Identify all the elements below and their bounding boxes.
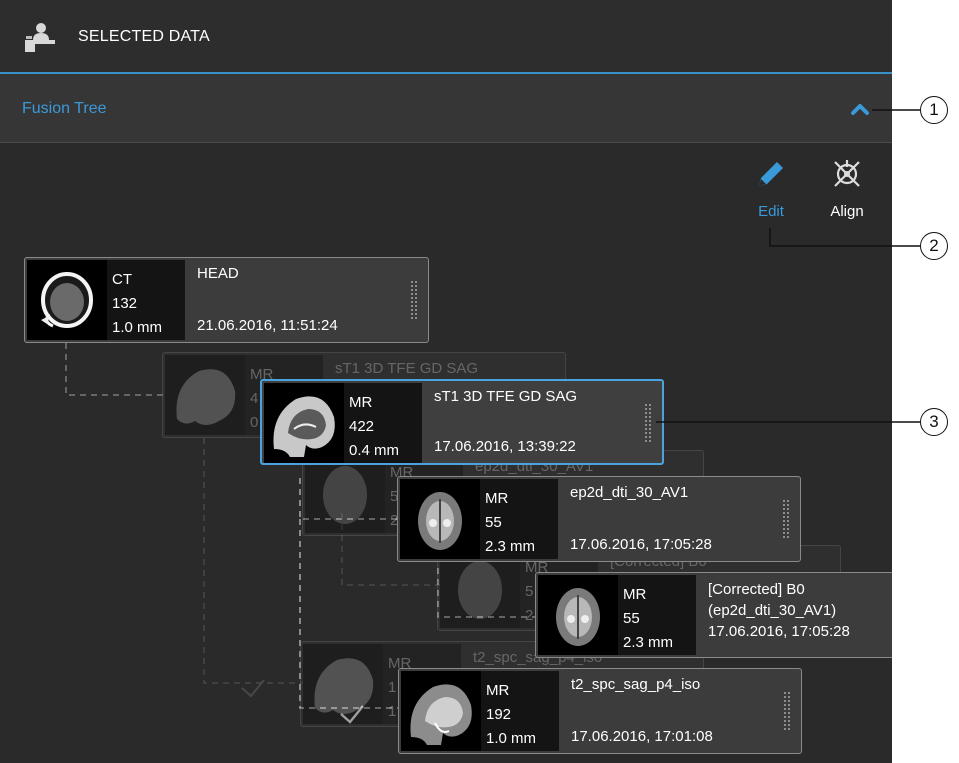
sagittal-brain-thumbnail bbox=[264, 383, 344, 463]
chevron-up-icon[interactable] bbox=[848, 100, 872, 118]
series-card-ct-head[interactable]: CT 132 1.0 mm HEAD 21.06.2016, 11:51:24 bbox=[24, 257, 429, 343]
slice-thickness: 0 bbox=[250, 414, 259, 431]
image-count: 5 bbox=[390, 488, 399, 505]
series-date: 17.06.2016, 17:01:08 bbox=[571, 728, 713, 745]
series-title-line-2: (ep2d_dti_30_AV1) bbox=[708, 602, 837, 619]
drag-handle-icon[interactable] bbox=[410, 280, 418, 320]
align-button[interactable]: Align bbox=[822, 157, 872, 220]
fusion-tree bbox=[0, 143, 892, 763]
slice-thickness: 1.0 mm bbox=[112, 319, 163, 336]
sagittal-brain-thumbnail bbox=[165, 355, 245, 435]
modality-label: MR bbox=[486, 682, 510, 699]
series-title: [Corrected] B0 (ep2d_dti_30_AV1) 17.06.2… bbox=[708, 579, 892, 642]
image-count: 5 bbox=[525, 583, 534, 600]
axial-brain-thumbnail bbox=[305, 453, 385, 533]
image-count: 192 bbox=[486, 706, 512, 723]
image-count: 132 bbox=[112, 295, 138, 312]
slice-thickness: 2 bbox=[390, 512, 399, 529]
series-title: ep2d_dti_30_AV1 bbox=[570, 484, 689, 501]
image-count: 55 bbox=[623, 610, 640, 627]
series-title: t2_spc_sag_p4_iso bbox=[571, 676, 701, 693]
series-date: 17.06.2016, 17:05:28 bbox=[570, 536, 712, 553]
slice-thickness: 1 bbox=[388, 703, 397, 720]
callout-2: 2 bbox=[920, 232, 948, 260]
edit-button[interactable]: Edit bbox=[748, 157, 794, 220]
modality-label: MR bbox=[623, 586, 647, 603]
tree-connectors bbox=[65, 343, 538, 724]
slice-thickness: 0.4 mm bbox=[349, 442, 400, 459]
series-card-t2-spc[interactable]: MR 192 1.0 mm t2_spc_sag_p4_iso 17.06.20… bbox=[398, 668, 802, 754]
pencil-icon bbox=[759, 162, 783, 186]
axial-brain-thumbnail bbox=[538, 575, 618, 655]
align-label: Align bbox=[830, 203, 864, 220]
modality-label: MR bbox=[525, 559, 549, 576]
image-count: 4 bbox=[250, 390, 259, 407]
series-date: 21.06.2016, 11:51:24 bbox=[197, 317, 338, 334]
user-desk-icon bbox=[25, 23, 55, 52]
selected-data-panel: SELECTED DATA Fusion Tree Edit bbox=[0, 0, 892, 763]
drag-handle-icon[interactable] bbox=[782, 499, 790, 539]
callout-3: 3 bbox=[920, 408, 948, 436]
edit-label: Edit bbox=[758, 203, 784, 220]
modality-label: MR bbox=[388, 655, 412, 672]
section-title: Fusion Tree bbox=[22, 100, 107, 117]
image-count: 422 bbox=[349, 418, 375, 435]
series-title: sT1 3D TFE GD SAG bbox=[434, 388, 578, 405]
ct-head-thumbnail bbox=[27, 260, 107, 340]
sagittal-brain-thumbnail bbox=[401, 671, 481, 751]
panel-title: SELECTED DATA bbox=[78, 28, 210, 45]
modality-label: MR bbox=[349, 394, 373, 411]
series-date: 17.06.2016, 13:39:22 bbox=[434, 438, 576, 455]
modality-label: MR bbox=[485, 490, 509, 507]
series-card-dti[interactable]: MR 55 2.3 mm ep2d_dti_30_AV1 17.06.2016,… bbox=[397, 476, 801, 562]
series-card-corrected-b0[interactable]: MR 55 2.3 mm [Corrected] B0 (ep2d_dti_30… bbox=[535, 572, 892, 658]
series-date: 17.06.2016, 17:05:28 bbox=[708, 623, 850, 640]
series-title-line-1: [Corrected] B0 bbox=[708, 581, 805, 598]
align-target-icon bbox=[834, 160, 860, 187]
series-title: HEAD bbox=[197, 265, 239, 282]
series-card-t1-tfe-selected[interactable]: MR 422 0.4 mm sT1 3D TFE GD SAG 17.06.20… bbox=[260, 379, 664, 465]
callout-1: 1 bbox=[920, 96, 948, 124]
fusion-tree-section-header[interactable]: Fusion Tree bbox=[0, 74, 892, 143]
image-count: 55 bbox=[485, 514, 502, 531]
slice-thickness: 2.3 mm bbox=[623, 634, 674, 651]
slice-thickness: 1.0 mm bbox=[486, 730, 537, 747]
modality-label: CT bbox=[112, 271, 132, 288]
axial-brain-thumbnail bbox=[400, 479, 480, 559]
series-title: sT1 3D TFE GD SAG bbox=[335, 360, 479, 377]
modality-label: MR bbox=[250, 366, 274, 383]
drag-handle-icon[interactable] bbox=[644, 403, 652, 443]
slice-thickness: 2.3 mm bbox=[485, 538, 536, 555]
sagittal-brain-thumbnail bbox=[303, 644, 383, 724]
panel-header: SELECTED DATA bbox=[0, 0, 892, 74]
image-count: 1 bbox=[388, 679, 397, 696]
slice-thickness: 2 bbox=[525, 607, 534, 624]
drag-handle-icon[interactable] bbox=[783, 691, 791, 731]
